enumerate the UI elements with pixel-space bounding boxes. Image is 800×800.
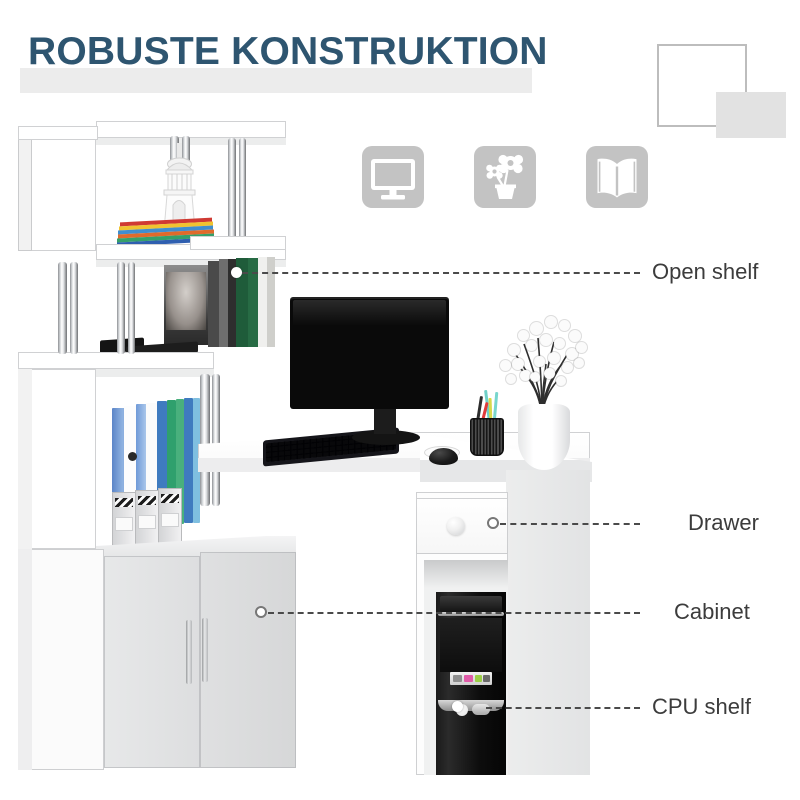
cpu-reset-button [472, 704, 490, 715]
chrome-post-desk-a [200, 374, 210, 506]
potted-flower-icon [474, 146, 536, 208]
chrome-post-mid-b [70, 262, 78, 354]
callout-line-cabinet [268, 612, 640, 614]
cabinet-handle-left[interactable] [186, 620, 192, 684]
cpu-trim-upper [438, 612, 504, 616]
shelf-board-middle-edge [96, 260, 286, 267]
chrome-post-mid-c [117, 262, 125, 354]
shelf-board-top [96, 121, 286, 138]
callout-marker-open-shelf [231, 267, 242, 278]
decorative-square-outline [657, 44, 747, 127]
monitor-stand-neck [374, 404, 396, 434]
feature-icon-row [362, 146, 652, 212]
chrome-post-upper-d [239, 138, 246, 240]
cabinet-handle-right[interactable] [202, 618, 208, 682]
open-book-icon [586, 146, 648, 208]
chrome-post-upper-c [228, 138, 236, 240]
decorative-square-filled [716, 92, 786, 138]
shelf-board-lower [18, 352, 214, 369]
callout-marker-cabinet [255, 606, 267, 618]
computer-mouse [429, 448, 458, 465]
cpu-tower [436, 592, 506, 775]
callout-label-cpu-shelf: CPU shelf [652, 694, 752, 719]
drawer-knob [447, 517, 465, 535]
cpu-trim-lower [438, 700, 504, 711]
pen-holder-cup [470, 418, 504, 456]
shelf-base-column-face [18, 549, 32, 770]
pedestal-side-panel [506, 470, 590, 775]
callout-line-drawer [500, 523, 640, 525]
cpu-top-bay [440, 596, 502, 612]
page-title: ROBUSTE KONSTRUKTION [28, 30, 548, 73]
title-underline-band [20, 68, 532, 93]
monitor-base [352, 430, 420, 445]
monitor-screen [290, 297, 449, 409]
cpu-shelf-inner-shadow [424, 560, 508, 588]
chrome-post-desk-b [212, 374, 220, 506]
callout-line-cpu-shelf [486, 707, 640, 709]
cabinet-door-left [104, 556, 200, 768]
monitor-icon [362, 146, 424, 208]
shelf-board-lower-edge [18, 369, 214, 377]
callout-line-open-shelf [242, 272, 640, 274]
callout-marker-drawer [487, 517, 499, 529]
callout-label-open-shelf: Open shelf [652, 259, 759, 284]
shelf-board-top-left [18, 126, 98, 140]
callout-label-drawer: Drawer [688, 510, 759, 535]
flower-vase [518, 404, 570, 470]
shelf-side-panel-upper-face [18, 133, 32, 251]
cpu-front-panel [440, 618, 502, 672]
chrome-post-mid-a [58, 262, 67, 354]
shelf-board-middle-right [190, 236, 286, 250]
shelf-side-panel-lower-face [18, 369, 32, 549]
chrome-post-mid-d [128, 262, 135, 354]
cabinet-door-right [200, 552, 296, 768]
callout-marker-cpu-shelf [452, 701, 463, 712]
shelf-base-column [18, 549, 104, 770]
shelf-board-top-edge [96, 138, 286, 145]
callout-label-cabinet: Cabinet [674, 599, 750, 624]
